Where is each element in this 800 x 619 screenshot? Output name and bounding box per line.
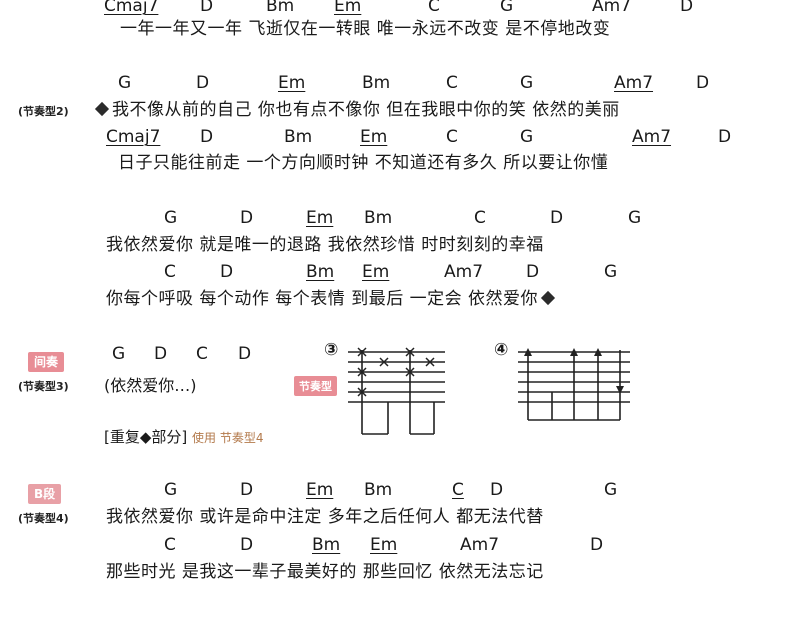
interlude-lyric: (依然爱你…) [104,376,197,395]
chord-label: G [604,480,618,500]
chord-label: D [526,262,540,282]
chord-label: D [718,127,732,147]
chord-label: Bm [266,0,295,16]
chord-label: Em [334,0,362,16]
chord-label: Em [306,208,334,228]
chord-label: Cmaj7 [106,127,161,147]
chord-label: G [164,480,178,500]
chord-label: Bm [364,480,393,500]
chord-label: G [112,344,126,364]
chord-label: G [164,208,178,228]
repeat-marker-icon [94,101,110,117]
rhythm-pattern-4-label: (节奏型4) [18,512,69,525]
chord-label: D [490,480,504,500]
chord-label: Em [278,73,306,93]
chord-label: C [474,208,486,228]
rhythm-pattern-4-diagram [518,348,630,421]
chord-label: D [240,208,254,228]
lyric-line-top: 一年一年又一年 飞逝仅在一转眼 唯一永远不改变 是不停地改变 [120,19,611,39]
lyric-line-b2-2: 你每个呼吸 每个动作 每个表情 到最后 一定会 依然爱你 [106,288,558,310]
chord-label: D [680,0,694,16]
lyric-line-p2-2: 日子只能往前走 一个方向顺时钟 不知道还有多久 所以要让你懂 [118,153,609,173]
chord-label: Am7 [444,262,484,282]
chord-label: Em [370,535,398,555]
chord-label: D [590,535,604,555]
pattern-3-badge: 节奏型 [294,376,337,396]
chord-label: Bm [312,535,341,555]
repeat-text: [重复◆部分] [104,428,188,446]
chord-label: D [696,73,710,93]
chord-label: Am7 [592,0,632,16]
chord-label: G [500,0,514,16]
lyric-line-b2-1: 我依然爱你 就是唯一的退路 我依然珍惜 时时刻刻的幸福 [106,235,544,255]
repeat-marker-icon [540,290,556,306]
chord-label: G [118,73,132,93]
pattern-3-number: ③ [324,340,339,360]
chord-label: D [220,262,234,282]
rhythm-pattern-3-diagram [348,347,445,435]
chord-label: D [196,73,210,93]
chord-label: D [154,344,168,364]
chord-label: G [604,262,618,282]
chord-label: Em [360,127,388,147]
chord-label: Cmaj7 [104,0,159,16]
chord-label: G [520,73,534,93]
rhythm-pattern-3-label: (节奏型3) [18,380,69,393]
chord-label: C [446,73,458,93]
next-row-cutoff [104,612,664,619]
lyric-text: 你每个呼吸 每个动作 每个表情 到最后 一定会 依然爱你 [106,289,539,309]
chord-label: C [446,127,458,147]
rhythm-pattern-2-label: (节奏型2) [18,105,69,118]
chord-label: C [452,480,464,500]
chord-label: Am7 [632,127,672,147]
chord-label: D [240,535,254,555]
chord-label: C [164,262,176,282]
chord-label: Em [306,480,334,500]
lyric-line-p2-1: 我不像从前的自己 你也有点不像你 但在我眼中你的笑 依然的美丽 [92,99,620,121]
chord-label: C [428,0,440,16]
chord-label: Bm [284,127,313,147]
interlude-badge: 间奏 [28,352,65,372]
chord-label: Am7 [614,73,654,93]
chord-label: Em [362,262,390,282]
chord-label: Am7 [460,535,500,555]
chord-label: C [196,344,208,364]
chord-label: Bm [306,262,335,282]
lyric-line-b-2: 那些时光 是我这一辈子最美好的 那些回忆 依然无法忘记 [106,562,544,582]
chord-label: D [550,208,564,228]
pattern-4-number: ④ [494,340,509,360]
chord-label: D [238,344,252,364]
repeat-instruction: [重复◆部分] 使用 节奏型4 [104,426,263,447]
chord-label: G [520,127,534,147]
chord-label: G [628,208,642,228]
chord-label: C [164,535,176,555]
chord-label: D [200,127,214,147]
chord-label: D [200,0,214,16]
chord-label: Bm [362,73,391,93]
repeat-subtext: 使用 节奏型4 [192,431,264,445]
section-b-badge: B段 [28,484,62,504]
lyric-line-b-1: 我依然爱你 或许是命中注定 多年之后任何人 都无法代替 [106,507,544,527]
lyric-text: 我不像从前的自己 你也有点不像你 但在我眼中你的笑 依然的美丽 [112,100,620,120]
chord-label: D [240,480,254,500]
chord-label: Bm [364,208,393,228]
